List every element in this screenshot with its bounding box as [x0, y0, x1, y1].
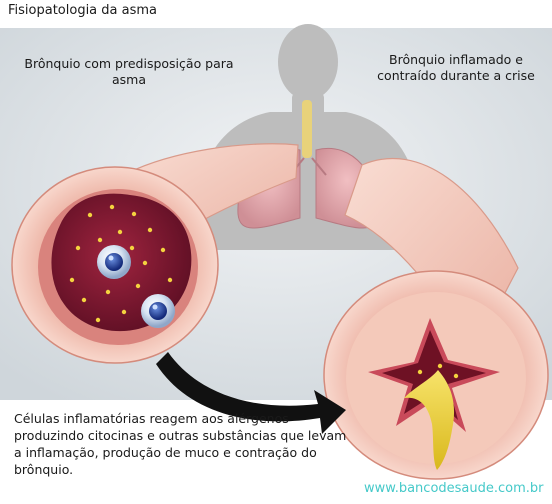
watermark: www.bancodesaude.com.br [364, 481, 544, 496]
trachea [302, 100, 312, 158]
caption: Células inflamatórias reagem aos alérgen… [14, 410, 354, 478]
page-title: Fisiopatologia da asma [8, 3, 157, 18]
label-inflamed-bronchus: Brônquio inflamado e contraído durante a… [362, 52, 550, 84]
inflammatory-cell [141, 294, 175, 328]
label-predisposed-bronchus: Brônquio com predisposição para asma [18, 56, 240, 88]
right-cross-section [324, 271, 548, 479]
inflammatory-cell [97, 245, 131, 279]
left-cross-section [12, 167, 218, 363]
